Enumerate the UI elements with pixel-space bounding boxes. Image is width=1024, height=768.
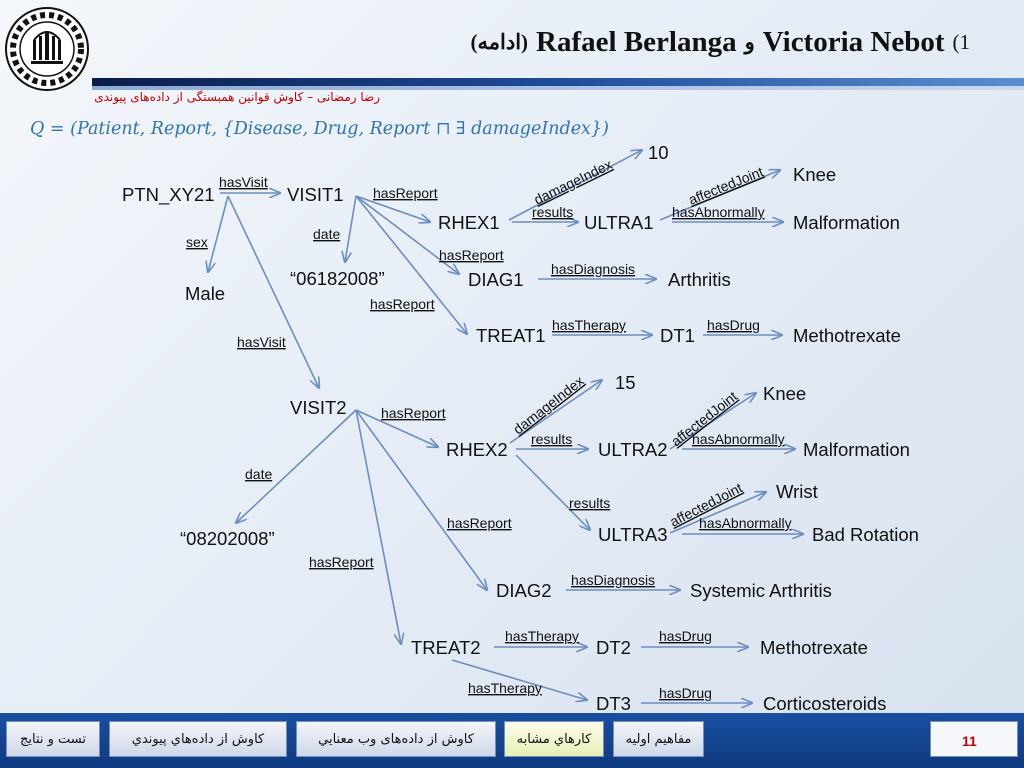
title-name-nebot: Victoria Nebot (762, 25, 945, 58)
edge-visit2-diag2 (355, 409, 487, 590)
edge-label-damageindex-1: damageIndex (531, 156, 614, 208)
node-visit1: VISIT1 (287, 184, 344, 205)
edge-label-v1-hasreport-diag: hasReport (439, 247, 504, 263)
edge-ultra3-wrist (669, 492, 766, 534)
node-date2: “08202008” (180, 528, 275, 549)
title-conjunction: و (744, 29, 755, 54)
edge-treat2-dt3 (451, 659, 587, 700)
edge-label-damageindex-2: damageIndex (510, 373, 587, 438)
node-methotrexate2: Methotrexate (760, 637, 868, 658)
edge-label-hastherapy-1: hasTherapy (552, 317, 626, 333)
edge-visit1-date1 (345, 195, 357, 262)
node-dt3: DT3 (596, 693, 631, 714)
edge-label-v1-date: date (313, 226, 340, 242)
slide-title: (ادامه) Rafael Berlanga و Victoria Nebot… (370, 22, 970, 62)
node-treat1: TREAT1 (476, 325, 546, 346)
node-ptn-xy21: PTN_XY21 (122, 184, 215, 206)
edge-ultra2-knee (669, 393, 756, 450)
node-corticosteroids: Corticosteroids (763, 693, 886, 714)
edge-label-results-3: results (569, 495, 610, 511)
node-value-10: 10 (648, 142, 669, 163)
edge-visit1-diag1 (355, 195, 459, 274)
edge-label-hastherapy-3: hasTherapy (468, 680, 542, 696)
edge-rhex1-10 (508, 150, 642, 221)
node-ultra2: ULTRA2 (598, 439, 668, 460)
edge-label-hasabnormally-3: hasAbnormally (699, 515, 792, 531)
edge-label-v2-hasreport-treat: hasReport (309, 554, 374, 570)
node-arthritis: Arthritis (668, 269, 731, 290)
node-ultra3: ULTRA3 (598, 524, 668, 545)
edge-labels: hasVisit sex hasVisit hasReport date has… (186, 156, 792, 701)
node-diag2: DIAG2 (496, 580, 552, 601)
nav-linked-data-mining[interactable]: کاوش از داده‌هاي پيوندي (109, 721, 287, 757)
page-number-box (930, 721, 1018, 757)
node-knee2: Knee (763, 383, 806, 404)
query-formula: Q = (Patient, Report, {Disease, Drug, Re… (30, 119, 609, 139)
edge-label-hasvisit-2: hasVisit (237, 334, 286, 350)
header-band-light (92, 86, 1024, 90)
node-treat2: TREAT2 (411, 637, 481, 658)
node-male: Male (185, 283, 225, 304)
header-band (92, 78, 1024, 86)
edge-label-hastherapy-2: hasTherapy (505, 628, 579, 644)
edge-label-hasabnormally-1: hasAbnormally (672, 204, 765, 220)
edge-label-v1-hasreport-rhex: hasReport (373, 185, 438, 201)
node-methotrexate1: Methotrexate (793, 325, 901, 346)
edge-ptn-visit2 (227, 195, 319, 388)
node-malformation1: Malformation (793, 212, 900, 233)
edge-label-hasdrug-2: hasDrug (659, 628, 712, 644)
edge-visit1-treat1 (355, 195, 467, 334)
node-rhex2: RHEX2 (446, 439, 508, 460)
edge-label-affectedjoint-1: affectedJoint (686, 163, 765, 208)
graph-nodes: PTN_XY21 VISIT1 Male “06182008” RHEX1 DI… (122, 142, 919, 714)
nav-basic-concepts[interactable]: مفاهيم اوليه (613, 721, 704, 757)
nav-related-work[interactable]: کارهاي مشابه (504, 721, 604, 757)
title-name-berlanga: Rafael Berlanga (536, 25, 737, 58)
edge-label-hasdrug-1: hasDrug (707, 317, 760, 333)
nav-semantic-web-mining[interactable]: کاوش از داده‌های وب معنايي (296, 721, 496, 757)
edge-ultra1-knee (659, 170, 780, 221)
node-malformation2: Malformation (803, 439, 910, 460)
node-rhex1: RHEX1 (438, 212, 500, 233)
edge-label-v1-hasreport-treat: hasReport (370, 296, 435, 312)
edge-label-hasdiagnosis-1: hasDiagnosis (551, 261, 635, 277)
node-dt2: DT2 (596, 637, 631, 658)
page-number: 11 (962, 733, 977, 749)
node-value-15: 15 (615, 372, 636, 393)
edge-label-hasdrug-3: hasDrug (659, 685, 712, 701)
node-dt1: DT1 (660, 325, 695, 346)
graph-edges (208, 150, 803, 703)
node-knee1: Knee (793, 164, 836, 185)
university-logo-icon (5, 7, 89, 91)
edge-ptn-male (208, 195, 229, 272)
edge-label-results-1: results (532, 204, 573, 220)
edge-label-v2-hasreport-rhex: hasReport (381, 405, 446, 421)
edge-label-hasvisit-1: hasVisit (219, 174, 268, 190)
node-systemic-arthritis: Systemic Arthritis (690, 580, 832, 601)
edge-visit1-rhex1 (355, 195, 430, 222)
nav-tests-results[interactable]: تست و نتايج (6, 721, 100, 757)
node-diag1: DIAG1 (468, 269, 524, 290)
title-prefix: (1 (952, 29, 971, 54)
edge-rhex2-15 (509, 380, 602, 444)
title-suffix: (ادامه) (470, 29, 529, 54)
edge-label-results-2: results (531, 431, 572, 447)
edge-visit2-rhex2 (355, 409, 438, 447)
node-date1: “06182008” (290, 268, 385, 289)
edge-rhex2-ultra3 (515, 454, 590, 530)
node-ultra1: ULTRA1 (584, 212, 654, 233)
edge-label-hasabnormally-2: hasAbnormally (692, 431, 785, 447)
edge-label-hasdiagnosis-2: hasDiagnosis (571, 572, 655, 588)
edge-label-sex: sex (186, 234, 208, 250)
node-wrist: Wrist (776, 481, 818, 502)
slide-subtitle: رضا رمضانی – کاوش قوانین همبستگی از داده… (94, 90, 380, 104)
node-bad-rotation: Bad Rotation (812, 524, 919, 545)
node-visit2: VISIT2 (290, 397, 347, 418)
edge-label-v2-hasreport-diag: hasReport (447, 515, 512, 531)
edge-visit2-date2 (236, 409, 357, 523)
edge-visit2-treat2 (355, 409, 401, 644)
edge-label-v2-date: date (245, 466, 272, 482)
